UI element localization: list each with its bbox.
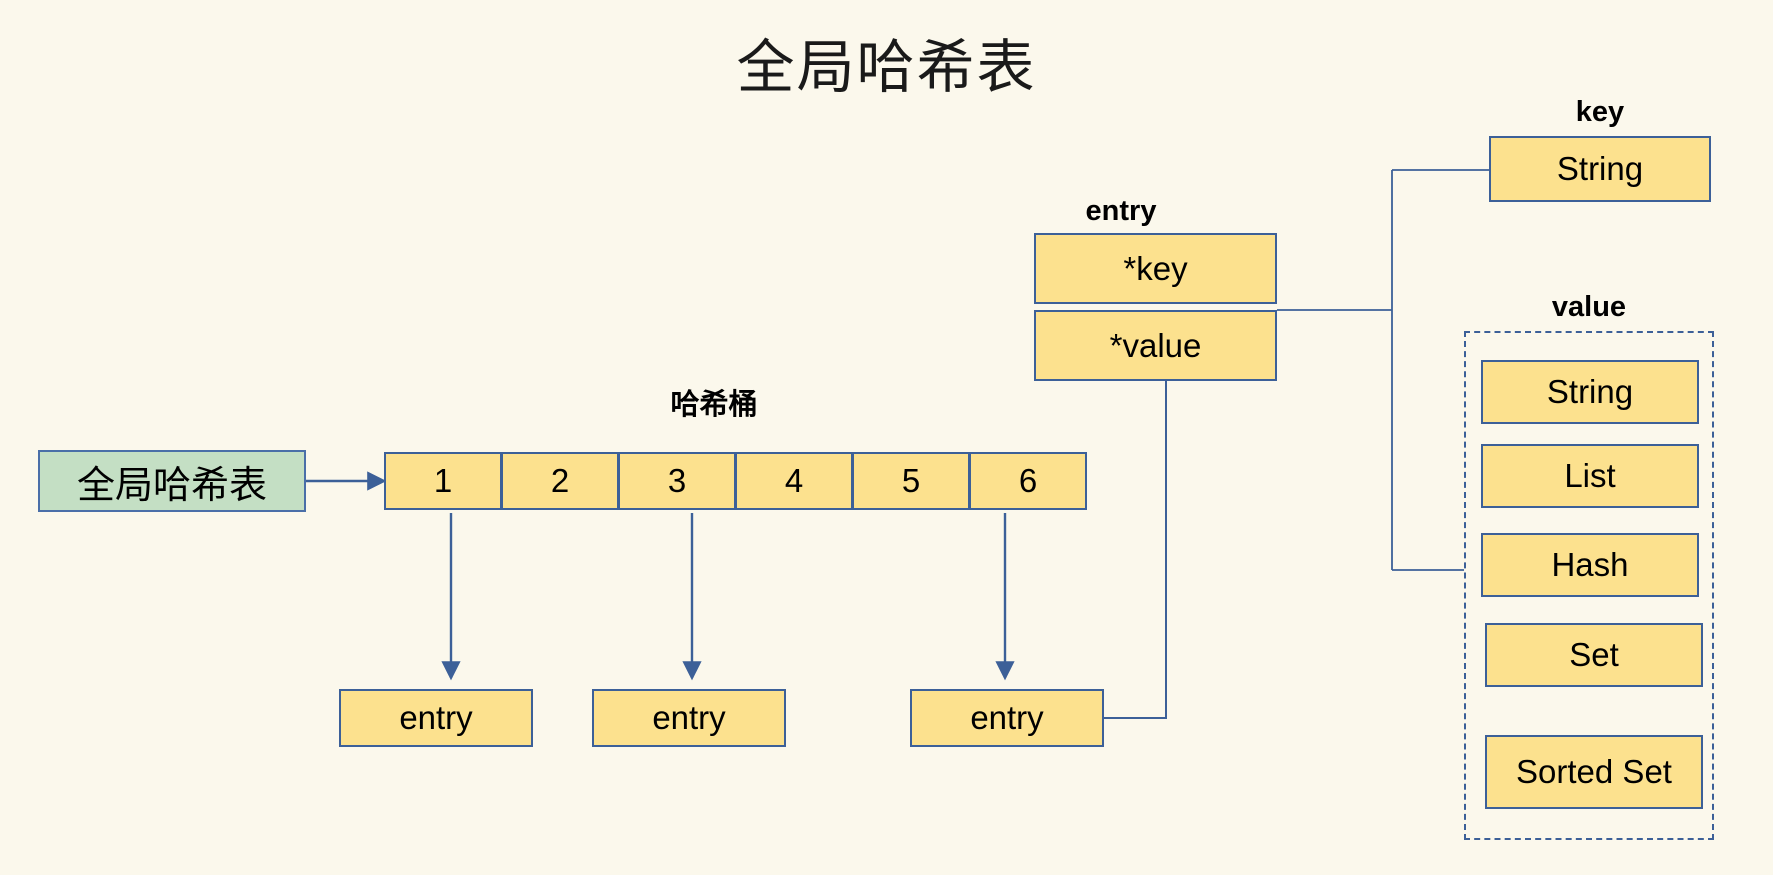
entry-field-value[interactable]: *value: [1034, 310, 1277, 381]
value-type-label: Hash: [1551, 546, 1629, 583]
entry-struct-caption: entry: [1085, 195, 1157, 227]
chain-entry-label: entry: [652, 699, 726, 736]
bucket-cell-label: 2: [550, 462, 570, 499]
value-type-label: Sorted Set: [1516, 753, 1672, 790]
value-type-hash[interactable]: Hash: [1481, 533, 1699, 597]
value-group-caption: value: [1551, 291, 1627, 323]
bucket-caption: 哈希桶: [670, 389, 758, 421]
page-title: 全局哈希表: [736, 35, 1037, 100]
key-type-string[interactable]: String: [1489, 136, 1711, 202]
source-box-global-hash-table[interactable]: 全局哈希表: [38, 450, 306, 512]
entry-field-key[interactable]: *key: [1034, 233, 1277, 304]
bucket-cell-1[interactable]: 1: [384, 452, 502, 510]
bucket-cell-5[interactable]: 5: [852, 452, 970, 510]
value-type-set[interactable]: Set: [1485, 623, 1703, 687]
value-type-string[interactable]: String: [1481, 360, 1699, 424]
entry-field-label: *key: [1123, 249, 1188, 287]
entry-field-label: *value: [1109, 326, 1202, 364]
value-type-list[interactable]: List: [1481, 444, 1699, 508]
value-group-container: [1464, 331, 1714, 840]
key-group-caption: key: [1575, 96, 1625, 128]
value-type-label: String: [1546, 373, 1634, 410]
chain-entry-3[interactable]: entry: [910, 689, 1104, 747]
value-type-label: List: [1564, 457, 1616, 494]
chain-entry-label: entry: [970, 699, 1044, 736]
bucket-cell-label: 5: [901, 462, 921, 499]
source-box-label: 全局哈希表: [76, 464, 267, 507]
key-type-label: String: [1556, 150, 1644, 187]
value-type-label: Set: [1569, 636, 1619, 673]
chain-entry-2[interactable]: entry: [592, 689, 786, 747]
bucket-cell-3[interactable]: 3: [618, 452, 736, 510]
chain-entry-1[interactable]: entry: [339, 689, 533, 747]
bucket-cell-4[interactable]: 4: [735, 452, 853, 510]
bucket-cell-label: 4: [784, 462, 804, 499]
bucket-cell-label: 6: [1018, 462, 1038, 499]
bucket-cell-6[interactable]: 6: [969, 452, 1087, 510]
chain-entry-label: entry: [399, 699, 473, 736]
bucket-cell-label: 1: [433, 462, 453, 499]
value-type-sorted-set[interactable]: Sorted Set: [1485, 735, 1703, 809]
bucket-cell-2[interactable]: 2: [501, 452, 619, 510]
bucket-cell-label: 3: [667, 462, 687, 499]
